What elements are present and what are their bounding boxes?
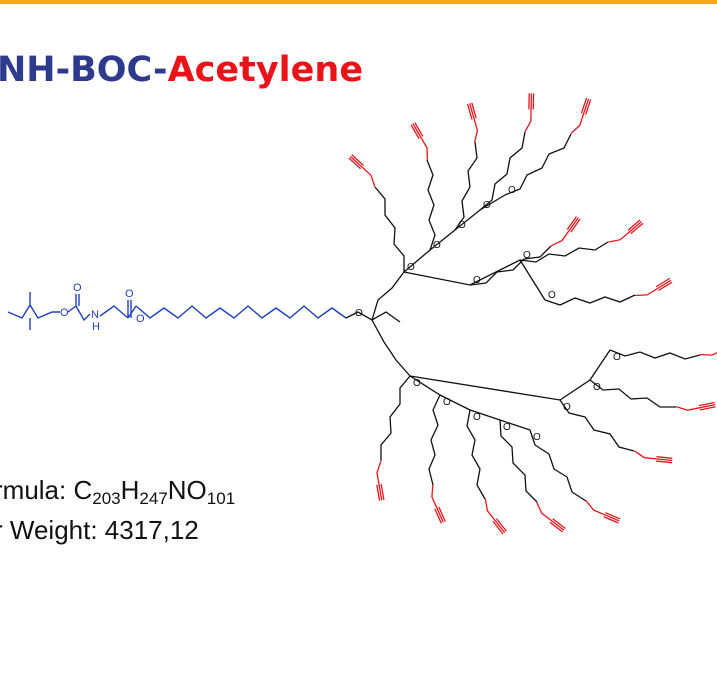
linker-atom-labels: O O N H O O [60,282,145,333]
svg-text:O: O [508,185,516,196]
boc-peg-linker [7,292,347,330]
svg-text:O: O [73,282,82,294]
title-blue-part: NH-BOC- [0,50,168,90]
svg-text:O: O [593,382,601,393]
svg-text:O: O [125,288,134,300]
molecular-formula: rmula: C203H247NO101 [0,475,236,508]
propargyl-termini [348,93,717,535]
svg-text:O: O [533,432,541,443]
svg-text:O: O [613,352,621,363]
svg-text:O: O [60,307,69,319]
svg-text:O: O [473,275,481,286]
svg-text:O: O [433,240,441,251]
svg-text:O: O [503,422,511,433]
molecular-weight: r Weight: 4317,12 [0,515,199,545]
svg-text:O: O [355,308,363,319]
svg-text:O: O [407,262,415,273]
svg-text:O: O [413,378,421,389]
dendron-bonds [345,131,701,503]
svg-text:O: O [523,250,531,261]
dendron-oxygen-labels: O O O O O O O O O O O O O O O O O [355,185,621,443]
svg-text:O: O [443,397,451,408]
compound-title: NH-BOC-Acetylene [0,50,363,90]
svg-text:O: O [483,200,491,211]
title-red-part: Acetylene [167,50,364,90]
accent-bar [0,0,717,4]
svg-text:O: O [136,313,145,325]
svg-text:H: H [92,321,100,333]
svg-text:O: O [563,402,571,413]
svg-text:O: O [548,290,556,301]
svg-text:O: O [473,412,481,423]
svg-text:O: O [458,220,466,231]
svg-text:N: N [91,309,99,321]
